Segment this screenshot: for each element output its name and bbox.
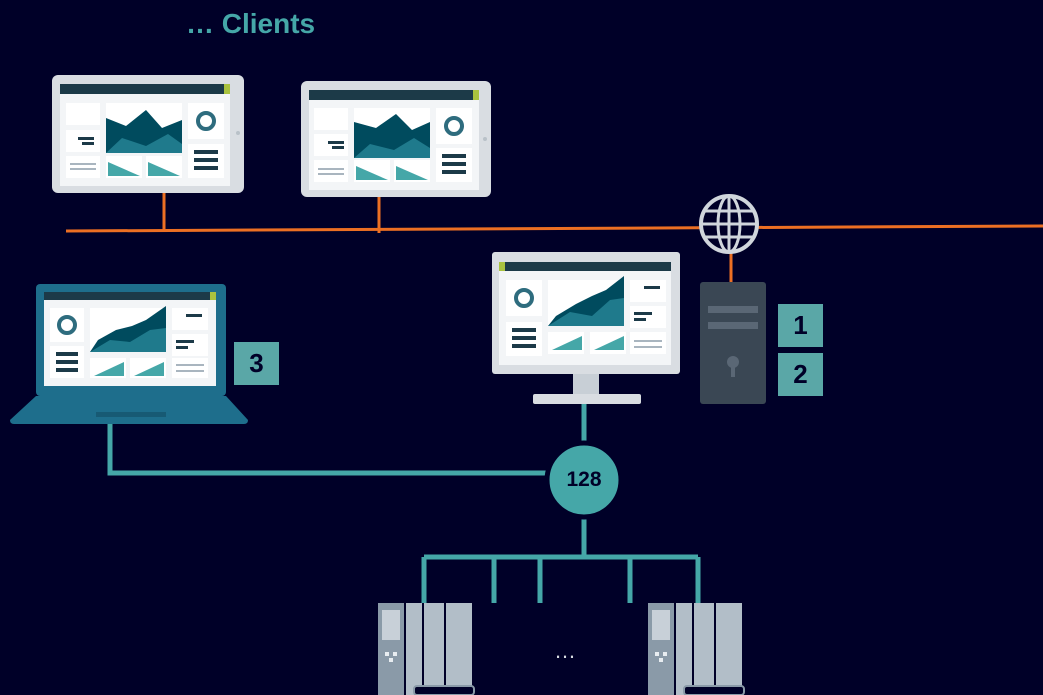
controller-icon xyxy=(378,603,475,695)
controllers-ellipsis: … xyxy=(554,638,576,663)
tablet-client-2 xyxy=(301,81,491,197)
clients-title: … Clients xyxy=(186,8,316,39)
badge-3: 3 xyxy=(249,348,264,378)
laptop-icon xyxy=(10,284,248,424)
hub-count-label: 128 xyxy=(566,468,602,491)
controller-icon-2 xyxy=(648,603,745,695)
badge-2: 2 xyxy=(793,359,808,389)
desktop-monitor-icon xyxy=(492,252,680,404)
tablet-client-1 xyxy=(52,75,244,193)
teal-network xyxy=(107,404,701,603)
globe-icon xyxy=(699,194,759,254)
badge-1: 1 xyxy=(793,310,808,340)
hub-node xyxy=(544,440,624,520)
server-tower-icon xyxy=(700,282,766,404)
